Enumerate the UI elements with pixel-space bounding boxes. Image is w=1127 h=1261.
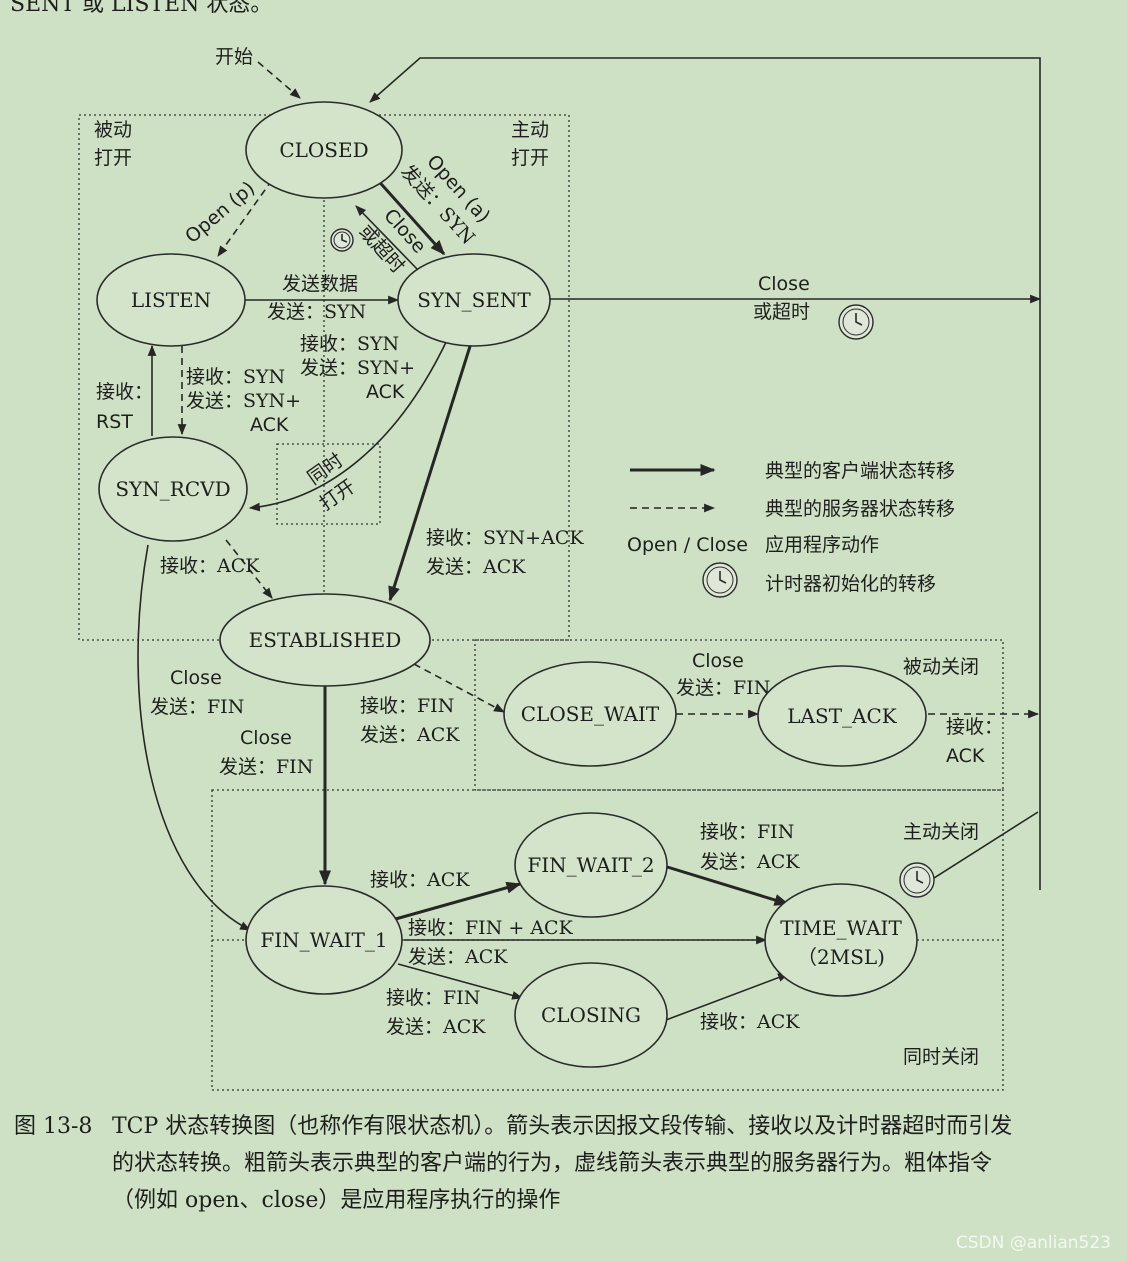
label-fw2-recv-fin-2: 发送：ACK bbox=[700, 851, 800, 873]
label-est-recv-fin-2: 发送：ACK bbox=[360, 724, 460, 746]
arrow-established-to-closewait bbox=[413, 663, 505, 713]
label-est-close-2: 发送：FIN bbox=[219, 756, 313, 778]
label-est-close-1: Close bbox=[240, 727, 292, 749]
arrow-synrcvd-to-finwait1 bbox=[137, 544, 251, 931]
label-listen-recv-syn-3: ACK bbox=[250, 414, 289, 436]
state-time-wait: TIME_WAIT （2MSL) bbox=[764, 883, 918, 997]
label-listen-recv-syn-2: 发送：SYN+ bbox=[186, 390, 301, 412]
legend-server-label: 典型的服务器状态转移 bbox=[765, 498, 955, 520]
state-fin-wait-2: FIN_WAIT_2 bbox=[514, 812, 668, 918]
state-closing: CLOSING bbox=[514, 962, 668, 1068]
label-synsent-close: Close bbox=[758, 273, 810, 295]
label-synsent-recv-syn-1: 接收：SYN bbox=[300, 333, 399, 355]
label-lastack-recv-1: 接收： bbox=[946, 716, 1003, 738]
legend-app-action-label: 应用程序动作 bbox=[765, 534, 879, 556]
state-close-wait-label: CLOSE_WAIT bbox=[521, 702, 660, 726]
state-fin-wait-1: FIN_WAIT_1 bbox=[245, 885, 403, 995]
label-fw1-recv-fin-2: 发送：ACK bbox=[386, 1016, 486, 1038]
state-closing-label: CLOSING bbox=[541, 1003, 641, 1027]
region-label-simultaneous-close: 同时关闭 bbox=[903, 1046, 979, 1068]
label-recv-rst-1: 接收： bbox=[96, 381, 153, 403]
label-synrcvd-close-1: Close bbox=[170, 667, 222, 689]
label-synsent-timeout: 或超时 bbox=[753, 301, 810, 323]
arrow-synsent-to-established bbox=[388, 339, 474, 602]
label-closewait-close-1: Close bbox=[692, 650, 744, 672]
arrow-closed-to-synsent bbox=[372, 174, 446, 256]
arrow-synrcvd-to-established bbox=[225, 539, 273, 599]
legend-client-label: 典型的客户端状态转移 bbox=[765, 460, 955, 482]
arrow-synsent-to-closed bbox=[355, 205, 419, 271]
legend: 典型的客户端状态转移 典型的服务器状态转移 Open / Close 应用程序动… bbox=[627, 460, 955, 598]
state-last-ack: LAST_ACK bbox=[757, 665, 927, 767]
caption-line-3: （例如 open、close）是应用程序执行的操作 bbox=[112, 1188, 561, 1213]
label-fw1-recv-ack: 接收：ACK bbox=[370, 869, 470, 891]
label-fw1-recv-finack-1: 接收：FIN + ACK bbox=[408, 917, 574, 939]
start-arrow bbox=[257, 61, 301, 99]
legend-timer-label: 计时器初始化的转移 bbox=[765, 573, 936, 595]
label-synrcvd-recv-ack: 接收：ACK bbox=[160, 555, 260, 577]
region-label-active-open-2: 打开 bbox=[511, 147, 549, 169]
arrow-finwait2-to-timewait bbox=[663, 864, 790, 906]
state-syn-sent-label: SYN_SENT bbox=[417, 288, 531, 312]
label-closewait-close-2: 发送：FIN bbox=[676, 677, 770, 699]
label-closing-recv-ack: 接收：ACK bbox=[700, 1011, 800, 1033]
label-est-recv-fin-1: 接收：FIN bbox=[360, 695, 454, 717]
label-recv-synack-1: 接收：SYN+ACK bbox=[426, 527, 584, 549]
label-send-data-syn: 发送：SYN bbox=[267, 301, 366, 323]
state-listen: LISTEN bbox=[96, 253, 246, 347]
clock-icon bbox=[838, 304, 874, 340]
label-synsent-recv-syn-2: 发送：SYN+ bbox=[300, 357, 415, 379]
caption-line-2: 的状态转换。粗箭头表示典型的客户端的行为，虚线箭头表示典型的服务器行为。粗体指令 bbox=[112, 1151, 993, 1176]
label-fw1-recv-fin-1: 接收：FIN bbox=[386, 987, 480, 1009]
state-time-wait-label: TIME_WAIT bbox=[780, 916, 902, 940]
header-fragment: SENT 或 LISTEN 状态。 bbox=[10, 0, 273, 17]
start-label: 开始 bbox=[215, 46, 253, 68]
state-closed-label: CLOSED bbox=[279, 138, 368, 162]
label-send-data: 发送数据 bbox=[282, 273, 358, 295]
arrow-loop-to-closed bbox=[369, 57, 1041, 890]
caption-line-1: 图 13-8 TCP 状态转换图（也称作有限状态机）。箭头表示因报文段传输、接收以… bbox=[14, 1108, 1114, 1145]
caption-text-1: TCP 状态转换图（也称作有限状态机）。箭头表示因报文段传输、接收以及计时器超时… bbox=[112, 1114, 1013, 1139]
caption-figure-number: 图 13-8 bbox=[14, 1114, 93, 1139]
arrow-finwait1-to-closing bbox=[397, 963, 524, 1000]
region-label-passive-open-1: 被动 bbox=[94, 119, 132, 141]
state-syn-rcvd-label: SYN_RCVD bbox=[115, 477, 230, 501]
state-fin-wait-2-label: FIN_WAIT_2 bbox=[527, 853, 654, 877]
arrow-closed-to-listen bbox=[217, 179, 273, 257]
figure-caption: 图 13-8 TCP 状态转换图（也称作有限状态机）。箭头表示因报文段传输、接收以… bbox=[14, 1108, 1114, 1219]
state-listen-label: LISTEN bbox=[131, 288, 211, 312]
region-simultaneous-open-box bbox=[276, 443, 381, 525]
region-label-passive-open-2: 打开 bbox=[94, 147, 132, 169]
arrow-closing-to-timewait bbox=[665, 973, 790, 1021]
tcp-state-diagram: 被动 打开 主动 打开 同时 打开 被动关闭 主动关闭 同时关闭 开始 Open… bbox=[78, 46, 1042, 1091]
label-recv-rst-2: RST bbox=[96, 411, 133, 433]
state-closed: CLOSED bbox=[245, 101, 403, 199]
state-fin-wait-1-label: FIN_WAIT_1 bbox=[260, 928, 387, 952]
clock-icon bbox=[330, 228, 354, 252]
region-label-active-close: 主动关闭 bbox=[903, 821, 979, 843]
label-synsent-recv-syn-3: ACK bbox=[366, 381, 405, 403]
arrow-synsent-to-synrcvd bbox=[248, 337, 449, 512]
label-synrcvd-close-2: 发送：FIN bbox=[150, 696, 244, 718]
region-label-passive-close: 被动关闭 bbox=[903, 656, 979, 678]
label-listen-recv-syn-1: 接收：SYN bbox=[186, 366, 285, 388]
state-close-wait: CLOSE_WAIT bbox=[503, 661, 677, 767]
label-fw1-recv-finack-2: 发送：ACK bbox=[408, 946, 508, 968]
label-open-p: Open (p) bbox=[181, 177, 259, 248]
region-label-active-open-1: 主动 bbox=[511, 119, 549, 141]
state-established-label: ESTABLISHED bbox=[249, 628, 402, 652]
clock-icon bbox=[702, 562, 738, 598]
watermark: CSDN @anlian523 bbox=[955, 1233, 1111, 1253]
legend-open-close-symbol: Open / Close bbox=[627, 534, 748, 556]
state-last-ack-label: LAST_ACK bbox=[787, 704, 898, 728]
state-time-wait-sub: （2MSL) bbox=[797, 945, 885, 969]
label-lastack-recv-2: ACK bbox=[946, 745, 985, 767]
label-recv-synack-2: 发送：ACK bbox=[426, 556, 526, 578]
state-syn-rcvd: SYN_RCVD bbox=[98, 436, 248, 542]
arrow-finwait1-to-finwait2 bbox=[391, 881, 522, 922]
label-fw2-recv-fin-1: 接收：FIN bbox=[700, 821, 794, 843]
state-syn-sent: SYN_SENT bbox=[397, 253, 551, 347]
clock-icon bbox=[899, 862, 935, 898]
state-established: ESTABLISHED bbox=[219, 593, 431, 687]
